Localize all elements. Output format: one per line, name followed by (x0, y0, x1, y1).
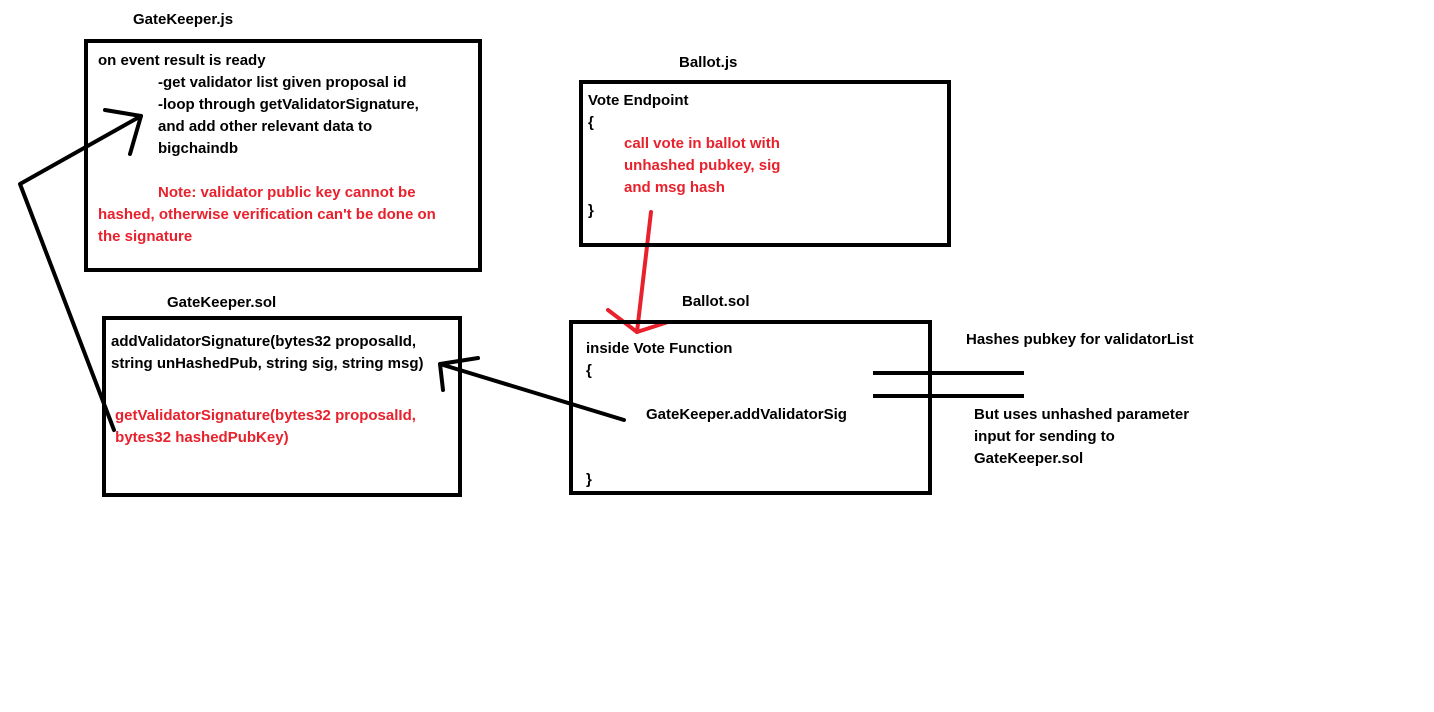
side-note-bottom3: GateKeeper.sol (974, 450, 1084, 467)
ballot-sol-open-brace: { (586, 362, 592, 379)
ballot-sol-close-brace: } (586, 471, 592, 488)
gatekeeper-sol-box (102, 316, 462, 497)
red-arrow-ballotjs-to-ballotsol (635, 210, 653, 334)
gatekeeper-js-note2: hashed, otherwise verification can't be … (98, 206, 436, 223)
ballot-js-box (579, 80, 951, 247)
ballot-js-title: Ballot.js (679, 54, 738, 71)
gatekeeper-sol-red2: bytes32 hashedPubKey) (111, 429, 289, 446)
red-arrowhead (606, 308, 670, 334)
ballot-js-line1: Vote Endpoint (588, 92, 689, 109)
side-note-top: Hashes pubkey for validatorList (966, 331, 1194, 348)
side-note-bottom1: But uses unhashed parameter (974, 406, 1190, 423)
gatekeeper-sol-title: GateKeeper.sol (167, 294, 277, 311)
gatekeeper-sol-red1: getValidatorSignature(bytes32 proposalId… (115, 407, 416, 424)
ballot-sol-box (569, 320, 932, 495)
black-arrow-gatekeepersol-to-gatekeeperjs (18, 114, 143, 432)
gatekeeper-js-note3: the signature (98, 228, 193, 245)
ballot-js-open-brace: { (588, 114, 594, 131)
gatekeeper-js-line1: on event result is ready (98, 52, 266, 69)
gatekeeper-js-line2: -get validator list given proposal id (158, 74, 407, 91)
gatekeeper-sol-line2: string unHashedPub, string sig, string m… (111, 355, 424, 372)
ballot-js-body1: call vote in ballot with (624, 135, 780, 152)
gatekeeper-js-line5: bigchaindb (158, 140, 238, 157)
ballot-js-body3: and msg hash (624, 179, 725, 196)
side-note-bottom2: input for sending to (974, 428, 1115, 445)
black-arrow-ballotsol-to-gatekeepersol (438, 362, 626, 422)
ballot-sol-call: GateKeeper.addValidatorSig (646, 406, 847, 423)
ballot-sol-title: Ballot.sol (682, 293, 750, 310)
gatekeeper-sol-line1: addValidatorSignature(bytes32 proposalId… (111, 333, 417, 350)
ballot-sol-line1: inside Vote Function (586, 340, 733, 357)
gatekeeper-js-line3: -loop through getValidatorSignature, (158, 96, 419, 113)
gatekeeper-js-box (84, 39, 482, 272)
gatekeeper-js-line4: and add other relevant data to (158, 118, 373, 135)
gatekeeper-js-title: GateKeeper.js (133, 11, 234, 28)
gatekeeper-js-note1: Note: validator public key cannot be (158, 184, 416, 201)
ballot-js-body2: unhashed pubkey, sig (624, 157, 781, 174)
black-arrowhead-gatekeeperjs (103, 108, 143, 156)
black-arrowhead-gatekeepersol (438, 356, 480, 392)
ballot-js-close-brace: } (588, 202, 594, 219)
